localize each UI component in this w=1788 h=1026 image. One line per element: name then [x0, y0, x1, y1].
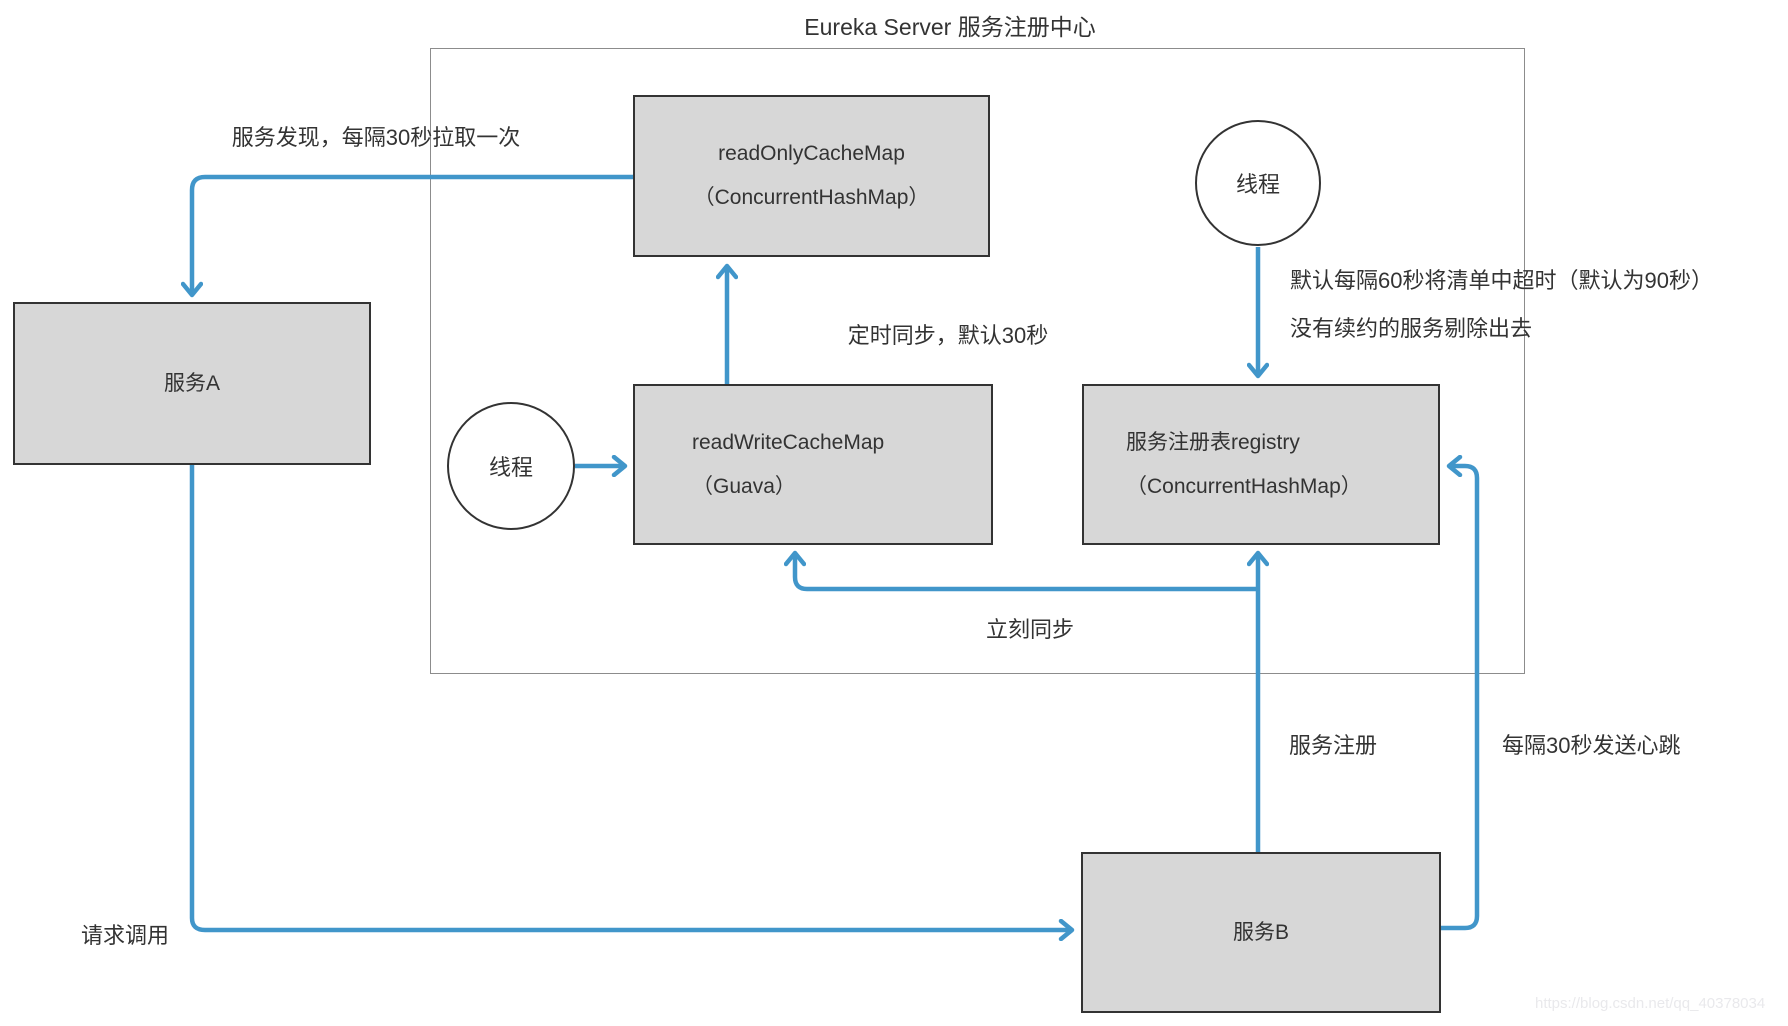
heartbeat-arrow	[1441, 466, 1480, 931]
label-discovery: 服务发现，每隔30秒拉取一次	[231, 125, 521, 150]
node-service-a: 服务A	[13, 302, 371, 465]
node-label: 服务B	[1232, 920, 1289, 944]
label-evict: 默认每隔60秒将清单中超时（默认为90秒） 没有续约的服务剔除出去	[1290, 257, 1713, 353]
thread-label: 线程	[1235, 172, 1280, 197]
diagram-title: Eureka Server 服务注册中心	[804, 14, 1096, 40]
label-timer-sync: 定时同步，默认30秒	[847, 323, 1049, 348]
label-request-call: 请求调用	[80, 923, 170, 948]
label-immediate-sync: 立刻同步	[985, 617, 1075, 642]
label-heartbeat: 每隔30秒发送心跳	[1502, 733, 1681, 758]
node-sublabel: （ConcurrentHashMap）	[1126, 474, 1362, 498]
label-evict-line2: 没有续约的服务剔除出去	[1290, 316, 1533, 341]
thread-circle-left: 线程	[447, 402, 575, 530]
request-call-arrow	[189, 465, 1071, 930]
node-label: readOnlyCacheMap	[718, 142, 905, 165]
label-evict-line1: 默认每隔60秒将清单中超时（默认为90秒）	[1290, 268, 1713, 293]
node-label: 服务A	[163, 371, 220, 395]
node-service-b: 服务B	[1081, 852, 1441, 1013]
eureka-server-container	[430, 48, 1525, 674]
node-read-write-cache-map: readWriteCacheMap （Guava）	[633, 384, 993, 545]
thread-label: 线程	[488, 455, 533, 480]
node-registry: 服务注册表registry （ConcurrentHashMap）	[1082, 384, 1440, 545]
node-label: readWriteCacheMap	[692, 430, 885, 454]
thread-circle-right: 线程	[1195, 120, 1321, 246]
label-register: 服务注册	[1288, 733, 1378, 758]
discovery-arrow	[192, 174, 633, 294]
immediate-sync-arrow	[795, 554, 1258, 592]
node-read-only-cache-map: readOnlyCacheMap （ConcurrentHashMap）	[633, 95, 990, 257]
watermark-text: https://blog.csdn.net/qq_40378034	[1535, 995, 1766, 1012]
node-label: 服务注册表registry	[1126, 430, 1300, 454]
node-sublabel: （Guava）	[692, 474, 796, 498]
node-sublabel: （ConcurrentHashMap）	[693, 186, 930, 209]
